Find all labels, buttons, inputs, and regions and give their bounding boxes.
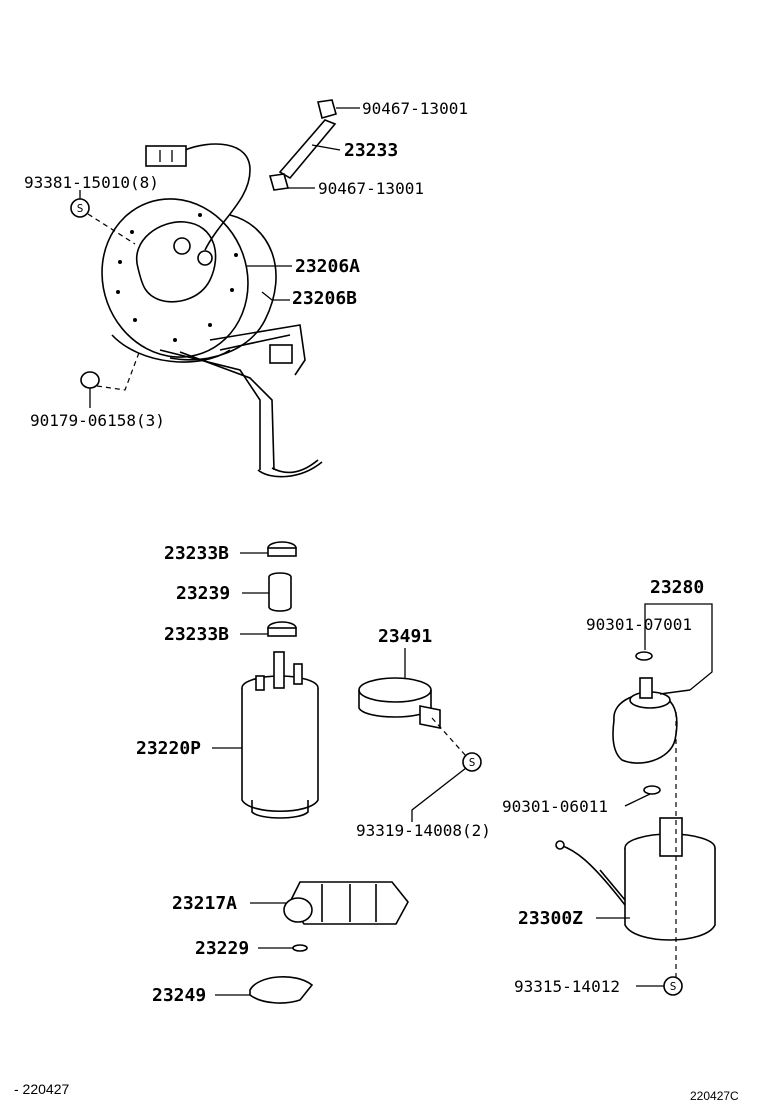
label-23280: 23280	[650, 577, 704, 598]
label-93319-14008: 93319-14008(2)	[356, 821, 491, 840]
label-23217A: 23217A	[172, 893, 237, 914]
label-23491: 23491	[378, 626, 432, 647]
label-23249: 23249	[152, 985, 206, 1006]
label-23229: 23229	[195, 938, 249, 959]
footer-code-right: 220427C	[690, 1089, 739, 1103]
screw-symbol: S	[469, 756, 476, 769]
label-23206B: 23206B	[292, 288, 357, 309]
label-90467-13001-top: 90467-13001	[362, 99, 468, 118]
footer-code-left: - 220427	[14, 1081, 69, 1097]
label-23233B-top: 23233B	[164, 543, 229, 564]
pump-bracket-23491: S	[358, 677, 482, 772]
label-90467-13001-bottom: 90467-13001	[318, 179, 424, 198]
fuel-pump-bracket-assembly: S	[70, 99, 337, 478]
label-23233B-bottom: 23233B	[164, 624, 229, 645]
label-93381-15010: 93381-15010(8)	[24, 173, 159, 192]
label-23233: 23233	[344, 140, 398, 161]
label-23206A: 23206A	[295, 256, 360, 277]
label-90301-07001: 90301-07001	[586, 615, 692, 634]
fuel-filter-assembly: S	[555, 651, 716, 996]
screw-symbol: S	[77, 202, 84, 215]
fuel-pump-parts	[241, 541, 409, 1004]
label-90301-06011: 90301-06011	[502, 797, 608, 816]
label-93315-14012: 93315-14012	[514, 977, 620, 996]
label-23300Z: 23300Z	[518, 908, 583, 929]
screw-symbol: S	[670, 980, 677, 993]
label-23239: 23239	[176, 583, 230, 604]
label-23220P: 23220P	[136, 738, 201, 759]
label-90179-06158: 90179-06158(3)	[30, 411, 165, 430]
